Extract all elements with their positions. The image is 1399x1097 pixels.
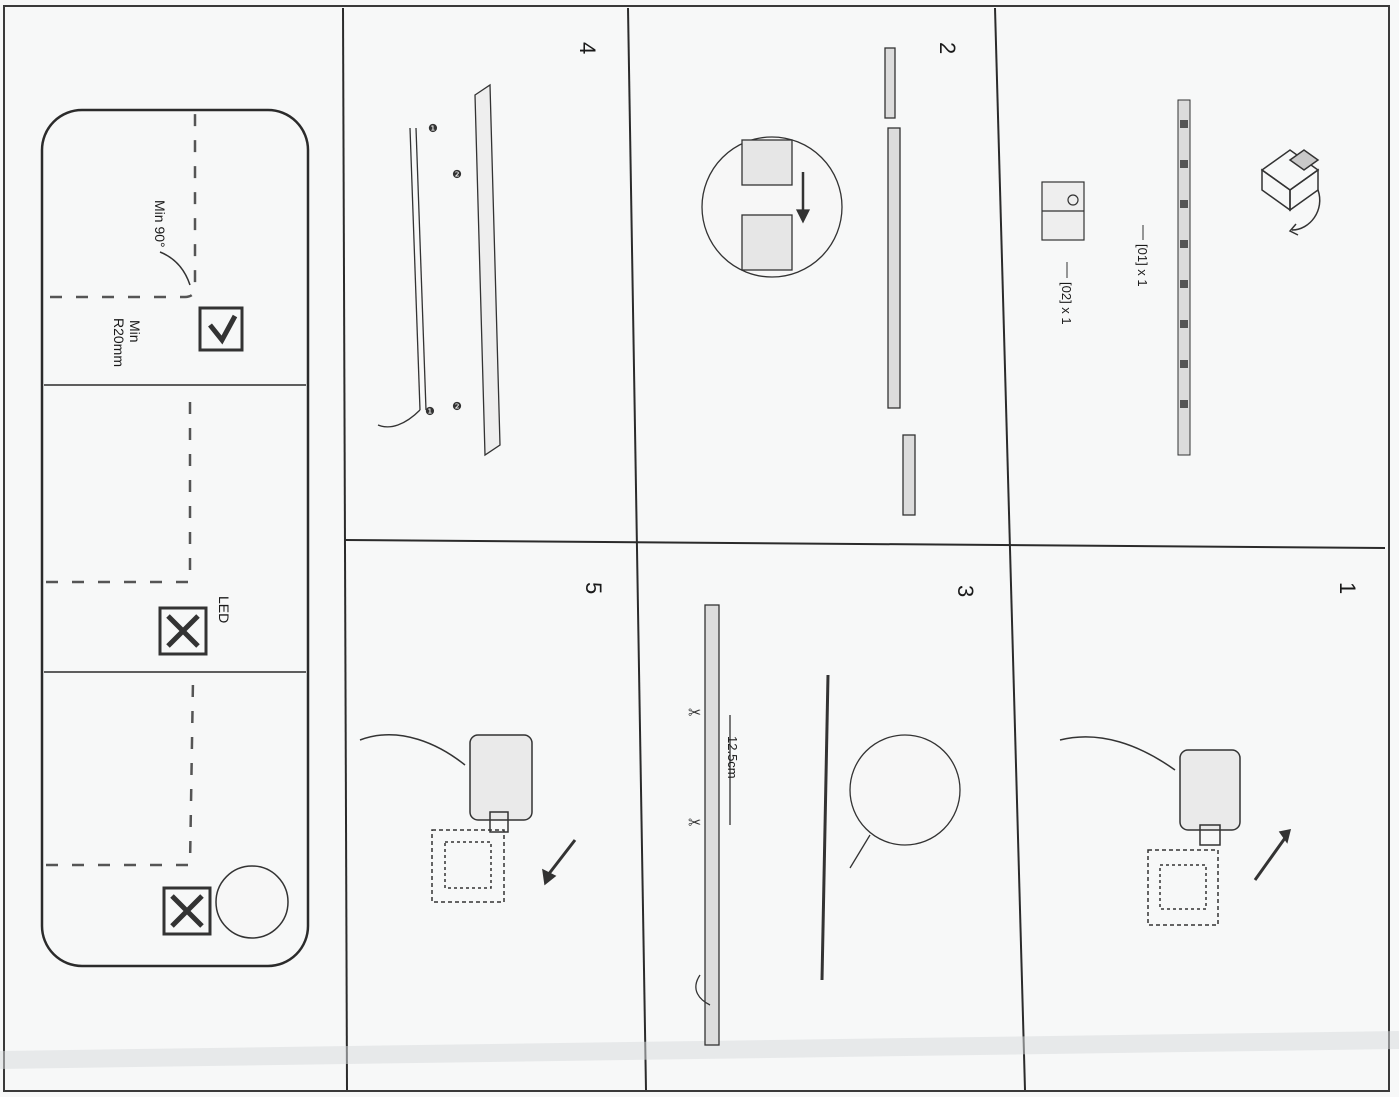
check-mark-icon [198, 306, 244, 352]
min-radius-min-label: Min [127, 320, 143, 343]
install-guide-panel [40, 108, 310, 968]
svg-text:✂: ✂ [688, 815, 701, 832]
divider-v2 [627, 7, 647, 1091]
manual-icon [1041, 181, 1085, 241]
part-02-label: [02] x 1 [1059, 282, 1074, 325]
divider-h [344, 539, 1386, 549]
step-number-3: 3 [953, 585, 978, 598]
min-radius-label: R20mm [111, 318, 127, 368]
svg-text:❷: ❷ [452, 401, 462, 413]
step-number-4: 4 [575, 42, 600, 55]
step-number-2: 2 [935, 42, 960, 55]
step1-illustration [1059, 736, 1292, 926]
sheet-border [3, 5, 1390, 1092]
svg-text:❶: ❶ [425, 406, 435, 418]
step-number-1: 1 [1335, 582, 1360, 595]
box-icon [1260, 149, 1321, 236]
part-01-label: [01] x 1 [1135, 244, 1150, 287]
min-angle-label: Min 90° [152, 200, 168, 248]
divider-v1 [342, 7, 348, 1091]
divider-v3 [994, 7, 1026, 1091]
step2-illustration [701, 47, 916, 516]
step-number-5: 5 [581, 582, 606, 595]
step4-illustration: ❶ ❷ ❶ ❷ [377, 83, 501, 457]
led-label: LED [216, 596, 232, 624]
svg-text:❷: ❷ [452, 169, 462, 181]
svg-text:✂: ✂ [688, 705, 701, 722]
svg-text:❶: ❶ [428, 123, 438, 135]
cross-mark-icon [158, 606, 208, 656]
contents-panel [1041, 99, 1321, 456]
step3-illustration: ✂ ✂ [688, 604, 961, 1046]
detail-magnifier [215, 865, 289, 939]
cut-length-label: 12.5cm [725, 736, 740, 779]
cross-mark-icon [162, 886, 212, 936]
step5-illustration [359, 734, 577, 903]
